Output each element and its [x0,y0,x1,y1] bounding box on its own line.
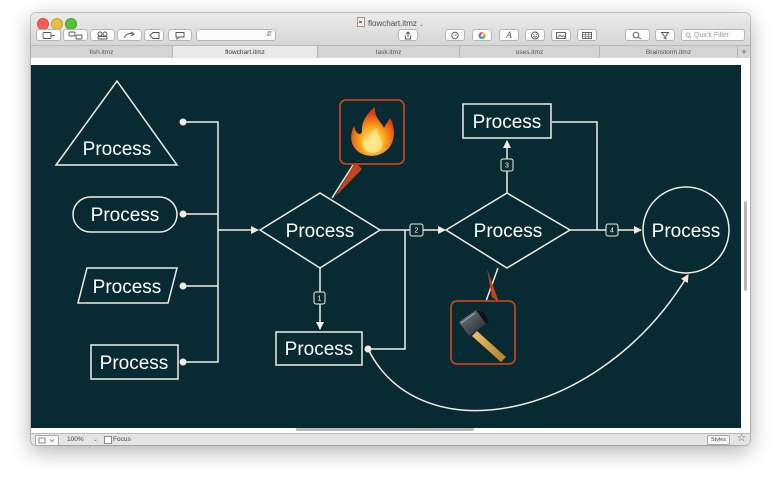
tab-uses[interactable]: uses.itmz [460,46,600,58]
sidebar-icon [38,437,55,444]
connector-process-to-merge [368,230,406,350]
focus-label: Focus [113,436,131,443]
speech-bubble-icon [175,31,185,40]
status-bar: 100% ⌄ Focus Styles ☆ [31,433,750,445]
app-window: flowchart.itmz⌄ ⇵ [31,13,750,445]
colors-button[interactable] [472,29,492,41]
image-icon [556,31,566,39]
connector-top-to-end [552,121,598,230]
zoom-level[interactable]: 100% [67,436,84,443]
search-icon [632,31,641,39]
tab-fish[interactable]: fish.itmz [31,46,173,58]
node-triangle[interactable]: Process [54,79,179,166]
font-icon: A [506,30,512,40]
new-topic-button[interactable] [36,29,61,41]
styles-button[interactable]: Styles [707,435,730,445]
node-parallelogram-label: Process [93,277,162,298]
zoom-chevron-icon[interactable]: ⌄ [93,437,99,443]
hammer-icon [459,310,506,362]
tab-task[interactable]: task.itmz [318,46,460,58]
relationship-button[interactable] [117,29,142,41]
color-wheel-icon [478,31,486,39]
star-icon[interactable]: ☆ [737,433,746,444]
node-end-circle-label: Process [652,221,721,242]
sidebar-toggle-button[interactable] [35,435,59,445]
connector-dots [179,118,372,366]
title-bar: flowchart.itmz⌄ ⇵ [31,13,750,45]
flowchart-diagram: Process Process Process Process Process [54,79,730,412]
edge-label-2[interactable]: 2 [409,223,424,237]
subtopic-icon [68,31,82,39]
hammer-callout-tail [487,269,499,302]
dial-icon [451,31,459,39]
table-button[interactable] [577,29,597,41]
share-button[interactable] [398,29,418,41]
node-process-middle-label: Process [285,339,354,360]
node-process-top-label: Process [473,112,542,133]
vertical-scrollbar[interactable] [744,201,747,291]
node-rounded[interactable]: Process [72,196,178,233]
notes-button[interactable] [168,29,192,41]
filter-search-icon [685,32,692,39]
horizontal-scrollbar[interactable] [296,428,474,431]
curved-relationship-arrow [367,274,689,412]
window-title: flowchart.itmz⌄ [31,17,750,28]
node-parallelogram[interactable]: Process [77,267,178,304]
add-tab-button[interactable]: + [741,47,747,57]
table-icon [582,31,592,39]
svg-text:1: 1 [318,296,322,303]
popup-chevron-icon: ⇵ [266,31,272,38]
image-button[interactable] [551,29,571,41]
clipart-button[interactable] [445,29,465,41]
callout-line-fire [331,164,354,199]
title-chevron-icon[interactable]: ⌄ [418,22,424,28]
new-subtopic-button[interactable] [63,29,88,41]
search-button[interactable] [625,29,650,41]
document-tab-bar: fish.itmz flowchart.itmz task.itmz uses.… [31,45,750,59]
new-topic-icon [42,31,55,39]
tab-brainstorm[interactable]: Brainstorm.itmz [600,46,738,58]
node-rounded-label: Process [91,205,160,226]
edge-label-3[interactable]: 3 [500,158,514,172]
quick-filter-placeholder: Quick Filter [694,31,730,39]
node-rectangle-bottom-left[interactable]: Process [90,344,179,380]
funnel-icon [660,31,670,40]
smiley-icon [531,31,539,39]
svg-text:4: 4 [610,228,614,235]
share-icon [405,30,411,39]
edge-label-1[interactable]: 1 [313,291,326,305]
focus-checkbox[interactable] [104,436,112,444]
callout-tag-icon [149,31,160,39]
node-triangle-label: Process [83,139,152,160]
fire-callout[interactable] [339,99,405,165]
map-view: Process Process Process Process Process [31,58,750,433]
fire-callout-tail [335,162,362,197]
node-rectangle-bottom-left-label: Process [100,353,169,374]
node-decision-2-label: Process [474,221,543,242]
node-process-top[interactable]: Process [462,103,552,139]
hammer-callout[interactable] [450,300,516,365]
node-decision-1-label: Process [286,221,355,242]
cluster-icon [97,31,107,39]
quick-filter-field[interactable]: Quick Filter [681,29,745,41]
node-end-circle[interactable]: Process [642,186,730,274]
emoji-button[interactable] [525,29,545,41]
merge-connector [184,121,219,363]
document-icon [357,17,366,27]
flowchart-canvas[interactable]: Process Process Process Process Process [31,65,741,428]
style-popup-button[interactable]: ⇵ [196,29,276,41]
svg-text:3: 3 [505,163,509,170]
filter-button[interactable] [655,29,675,41]
node-process-middle[interactable]: Process [275,331,363,366]
fire-icon [351,107,395,156]
node-decision-2[interactable]: Process [444,192,572,269]
svg-text:2: 2 [415,228,419,235]
node-decision-1[interactable]: Process [258,192,382,269]
new-floating-button[interactable] [90,29,115,41]
relationship-arrow-icon [123,31,135,38]
edge-label-4[interactable]: 4 [605,223,619,237]
tab-flowchart[interactable]: flowchart.itmz [173,46,318,58]
fonts-button[interactable]: A [499,29,519,41]
callout-button[interactable] [144,29,164,41]
